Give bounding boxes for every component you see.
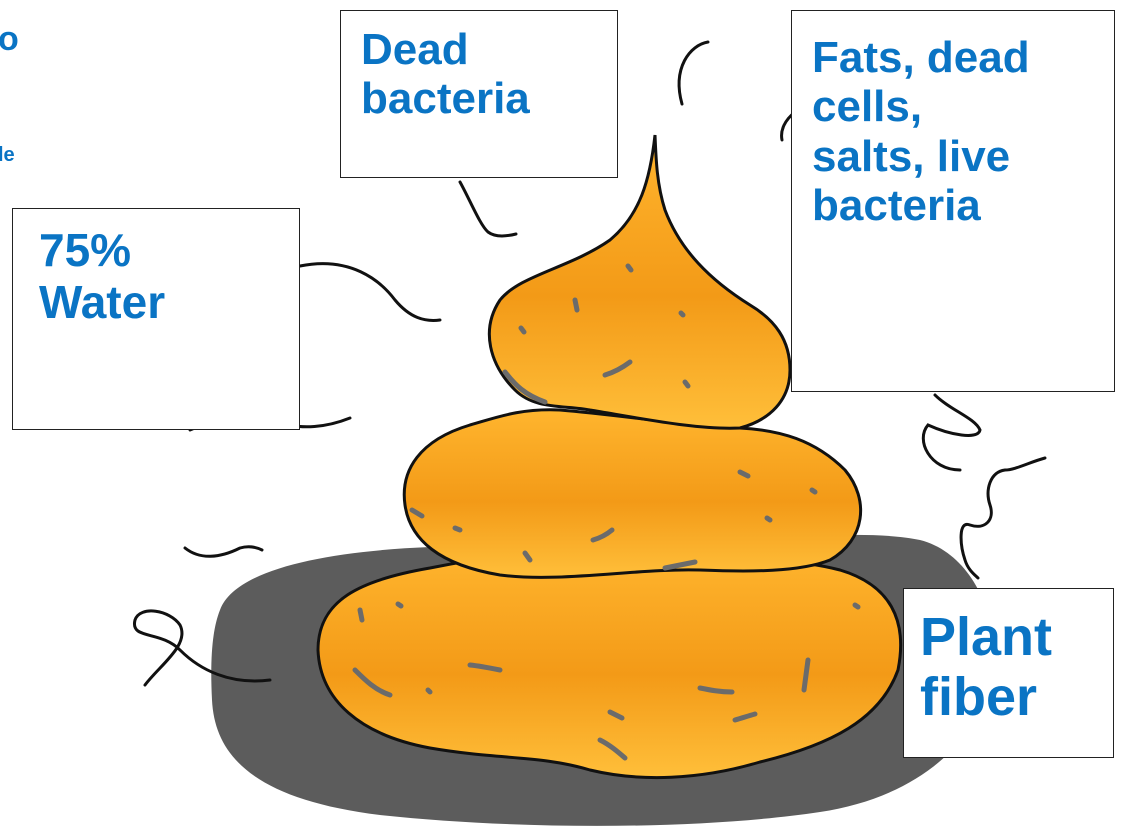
cropped-text-fragment: le: [0, 144, 15, 167]
speck: [685, 382, 688, 386]
speck: [812, 490, 815, 492]
speck: [575, 300, 577, 310]
odor-line: [185, 547, 262, 557]
speck: [628, 266, 631, 270]
speck: [521, 328, 524, 332]
plant-fiber-text: Plant fiber: [920, 607, 1113, 728]
water-label: 75% Water: [12, 208, 300, 430]
odor-line: [923, 395, 980, 470]
speck: [455, 528, 460, 530]
speck: [767, 518, 770, 520]
odor-line: [460, 182, 516, 236]
fats-cells-salts-label: Fats, dead cells, salts, live bacteria: [791, 10, 1115, 392]
odor-line: [961, 458, 1045, 578]
speck: [360, 610, 362, 620]
stool-middle-tier: [404, 410, 860, 578]
plant-fiber-label: Plant fiber: [903, 588, 1114, 758]
odor-line: [300, 264, 440, 321]
dead-bacteria-label: Dead bacteria: [340, 10, 618, 178]
dead-bacteria-text: Dead bacteria: [361, 25, 617, 124]
fats-cells-salts-text: Fats, dead cells, salts, live bacteria: [812, 33, 1114, 230]
cropped-text-fragment: o: [0, 20, 19, 59]
speck: [855, 605, 858, 607]
water-text: 75% Water: [39, 225, 299, 328]
stool-top-tier: [489, 135, 790, 428]
speck: [428, 690, 430, 692]
speck: [398, 604, 401, 606]
odor-line: [679, 42, 708, 104]
speck: [681, 313, 683, 315]
